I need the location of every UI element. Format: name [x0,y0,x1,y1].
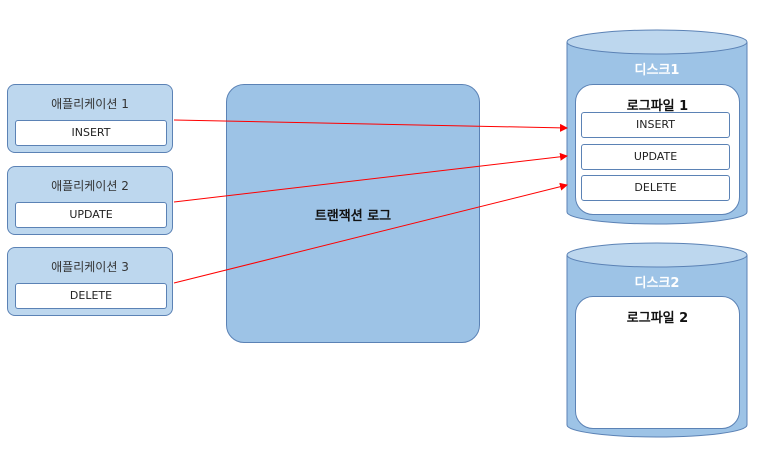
operation-box: DELETE [15,283,167,309]
application-title: 애플리케이션 3 [51,260,129,274]
application-box-2: 애플리케이션 2 UPDATE [7,166,173,235]
disk-1-title: 디스크1 [634,63,680,78]
logfile-title: 로그파일 1 [626,99,689,114]
application-box-1: 애플리케이션 1 INSERT [7,84,173,153]
operation-box: INSERT [15,120,167,146]
logfile-2: 로그파일 2 [575,296,740,429]
logfile-title: 로그파일 2 [626,311,689,326]
log-entry: DELETE [581,175,730,201]
transaction-log-box: 트랜잭션 로그 [226,84,480,343]
disk-2-title: 디스크2 [634,276,680,291]
application-title: 애플리케이션 1 [51,97,129,111]
log-entry: UPDATE [581,144,730,170]
logfile-1: 로그파일 1 INSERT UPDATE DELETE [575,84,740,215]
transaction-log-label: 트랜잭션 로그 [314,209,392,224]
application-title: 애플리케이션 2 [51,179,129,193]
application-box-3: 애플리케이션 3 DELETE [7,247,173,316]
log-entry: INSERT [581,112,730,138]
operation-box: UPDATE [15,202,167,228]
